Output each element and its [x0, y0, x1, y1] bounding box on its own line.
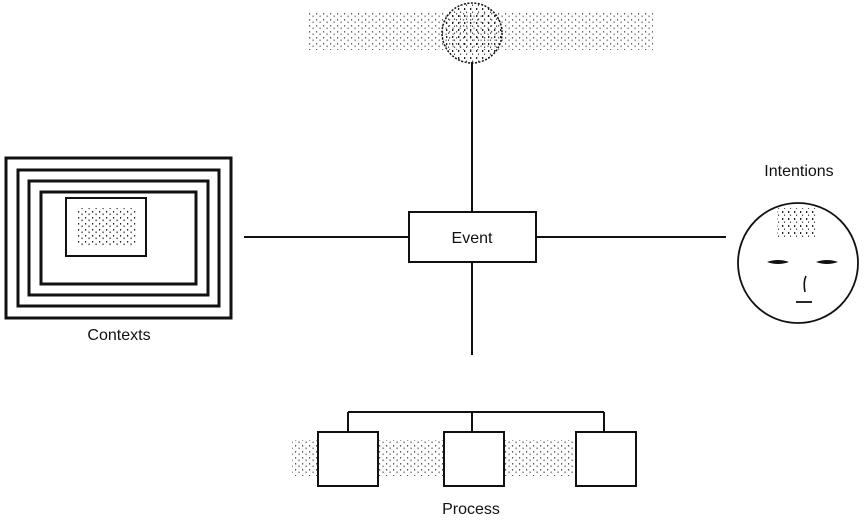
intentions-label: Intentions — [764, 163, 833, 180]
intentions-face-node — [737, 202, 859, 324]
nose — [803, 275, 807, 293]
process-label: Process — [442, 501, 500, 518]
event-label: Event — [452, 230, 493, 247]
contexts-node — [4, 156, 233, 320]
right-eye — [816, 260, 838, 264]
left-eye — [767, 260, 789, 264]
top-cloud-node — [308, 2, 653, 64]
contexts-label: Contexts — [87, 327, 150, 344]
process-box-2 — [443, 431, 505, 487]
process-box-3 — [575, 431, 637, 487]
process-node — [292, 411, 637, 487]
process-box-1 — [317, 431, 379, 487]
event-box — [408, 211, 537, 263]
